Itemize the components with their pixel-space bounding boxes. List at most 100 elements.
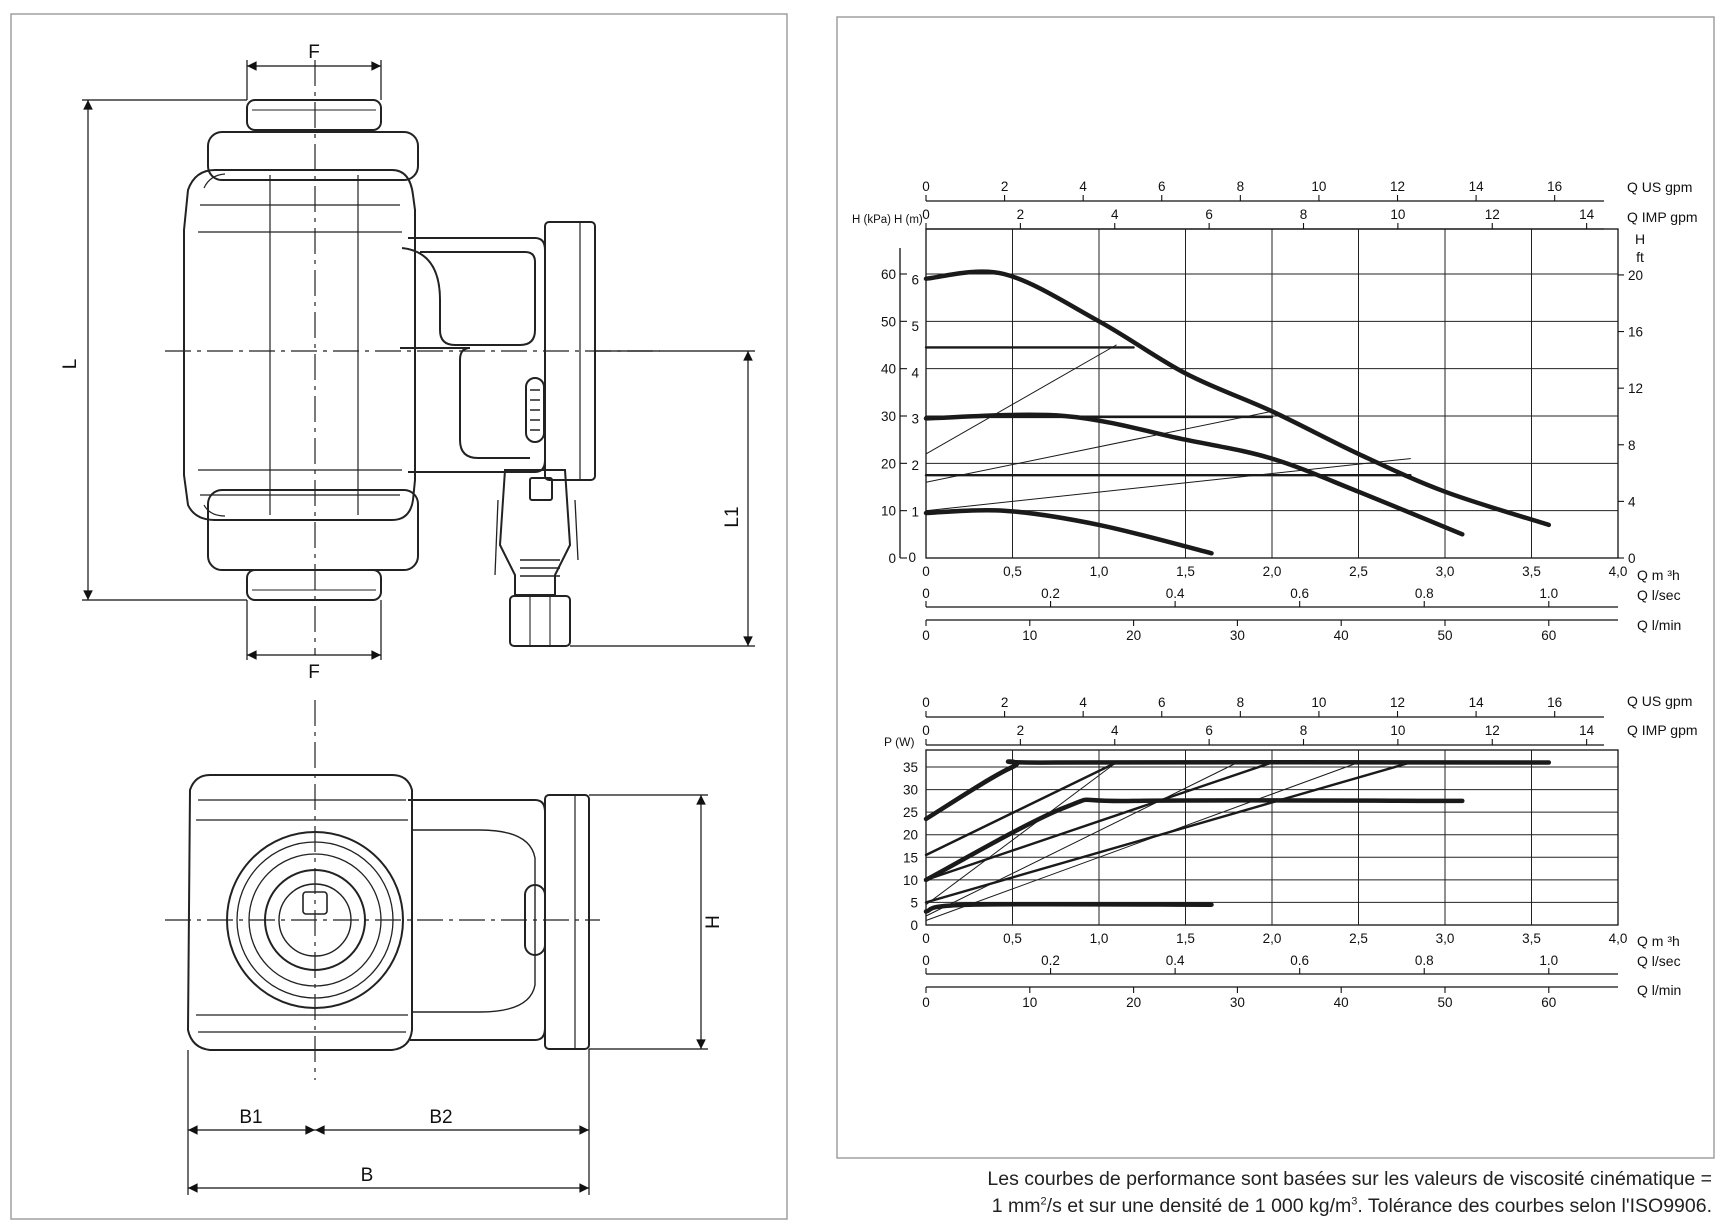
footnote-line-2-sup-2: 3 <box>1351 1195 1358 1208</box>
power-us-gpm-tick-label: 0 <box>922 695 930 710</box>
head-imp-gpm-tick-label: 10 <box>1390 207 1405 222</box>
power-imp-gpm-tick-label: 14 <box>1579 723 1595 738</box>
head-chart-curves <box>923 269 1552 556</box>
head-imp-gpm-tick-label: 12 <box>1485 207 1500 222</box>
head-ls-tick-label: 0.2 <box>1041 586 1060 601</box>
dim-label-l: L <box>60 359 81 370</box>
power-curve-max <box>923 759 1552 822</box>
head-m3h-tick-label: 0 <box>922 564 930 579</box>
dim-label-b1: B1 <box>239 1107 262 1128</box>
head-prop-curve-c <box>925 458 1411 512</box>
head-ft-tick-label: 4 <box>1628 494 1636 509</box>
head-imp-gpm-tick-label: 4 <box>1111 207 1119 222</box>
power-us-gpm-tick-label: 6 <box>1158 695 1166 710</box>
head-kpa-tick-label: 40 <box>881 362 896 377</box>
head-m3h-tick-label: 3,5 <box>1522 564 1541 579</box>
head-us-gpm-tick-label: 2 <box>1001 179 1009 194</box>
power-us-gpm-tick-label: 14 <box>1469 695 1485 710</box>
power-ls-tick-label: 0.4 <box>1166 953 1185 968</box>
head-m-tick-label: 3 <box>911 412 919 427</box>
head-ls-tick-label: 0 <box>922 586 930 601</box>
power-us-gpm-tick-label: 2 <box>1001 695 1009 710</box>
head-m-tick-label: 6 <box>911 272 919 287</box>
head-ft-tick-label: 12 <box>1628 381 1643 396</box>
head-us-gpm-label: Q US gpm <box>1627 179 1692 195</box>
head-ls-tick-label: 0.8 <box>1415 586 1434 601</box>
head-kpa-tick-label: 50 <box>881 314 896 329</box>
power-ls-tick-label: 0 <box>922 953 930 968</box>
power-curve-min <box>923 901 1214 914</box>
front-view-dimensions <box>187 794 708 1195</box>
head-m3h-tick-label: 3,0 <box>1436 564 1455 579</box>
power-m3h-tick-label: 0 <box>922 931 930 946</box>
power-ls-tick-label: 0.6 <box>1290 953 1309 968</box>
dim-label-l1: L1 <box>722 506 743 527</box>
power-y-label: P (W) <box>884 735 914 749</box>
head-lmin-tick-label: 60 <box>1541 628 1556 643</box>
head-imp-gpm-tick-label: 0 <box>922 207 930 222</box>
power-us-gpm-label: Q US gpm <box>1627 693 1692 709</box>
power-tick-label: 25 <box>903 805 918 820</box>
power-m3h-tick-label: 1,0 <box>1090 931 1109 946</box>
power-m3h-label: Q m ³h <box>1637 933 1680 949</box>
head-ls-tick-label: 0.4 <box>1166 586 1185 601</box>
power-tick-label: 0 <box>910 918 918 933</box>
head-ls-tick-label: 1.0 <box>1539 586 1558 601</box>
power-tick-label: 20 <box>903 828 918 843</box>
head-imp-gpm-tick-label: 8 <box>1300 207 1308 222</box>
head-y-label-ft-1: H <box>1635 231 1645 247</box>
power-imp-gpm-tick-label: 8 <box>1300 723 1308 738</box>
power-const-curve-c <box>924 761 1412 904</box>
head-lmin-label: Q l/min <box>1637 617 1681 633</box>
head-y-label-m: H (m) <box>894 214 923 226</box>
power-tick-label: 35 <box>903 760 918 775</box>
footnote-line-2-a: 1 mm <box>991 1195 1041 1217</box>
footnote-line-2-sup-1: 2 <box>1040 1195 1047 1208</box>
head-ls-tick-label: 0.6 <box>1290 586 1309 601</box>
head-m-tick-label: 5 <box>911 319 919 334</box>
power-ls-tick-label: 0.8 <box>1415 953 1434 968</box>
head-ft-tick-label: 0 <box>1628 551 1636 566</box>
head-m-tick-label: 1 <box>911 505 919 520</box>
head-ft-tick-label: 20 <box>1628 268 1643 283</box>
power-us-gpm-tick-label: 12 <box>1390 695 1405 710</box>
power-us-gpm-tick-label: 8 <box>1237 695 1245 710</box>
head-kpa-tick-label: 30 <box>881 409 896 424</box>
power-ls-label: Q l/sec <box>1637 953 1681 969</box>
head-us-gpm-tick-label: 12 <box>1390 179 1405 194</box>
pump-front-view <box>165 700 600 1080</box>
footnote-line-2-c: . Tolérance des courbes selon l'ISO9906. <box>1357 1195 1712 1217</box>
power-lmin-label: Q l/min <box>1637 982 1681 998</box>
head-imp-gpm-label: Q IMP gpm <box>1627 209 1698 225</box>
head-ft-tick-label: 16 <box>1628 325 1643 340</box>
power-imp-gpm-tick-label: 10 <box>1390 723 1405 738</box>
pump-side-view <box>165 60 660 655</box>
power-imp-gpm-tick-label: 6 <box>1205 723 1213 738</box>
power-lmin-tick-label: 50 <box>1437 995 1452 1010</box>
dim-label-b: B <box>361 1165 374 1186</box>
charts-frame <box>836 16 1715 1159</box>
power-us-gpm-tick-label: 4 <box>1079 695 1087 710</box>
power-m3h-tick-label: 3,0 <box>1436 931 1455 946</box>
head-m-zero-label: 0 <box>908 550 916 565</box>
head-m3h-tick-label: 4,0 <box>1609 564 1628 579</box>
power-m3h-tick-label: 1,5 <box>1176 931 1195 946</box>
power-tick-label: 30 <box>903 783 918 798</box>
head-m3h-tick-label: 1,0 <box>1090 564 1109 579</box>
dim-label-h: H <box>703 915 724 929</box>
power-tick-label: 15 <box>903 850 918 865</box>
head-m3h-tick-label: 0,5 <box>1003 564 1022 579</box>
dim-label-f-bottom: F <box>308 662 320 683</box>
power-lmin-tick-label: 10 <box>1022 995 1037 1010</box>
head-kpa-tick-label: 0 <box>888 551 896 566</box>
head-lmin-tick-label: 20 <box>1126 628 1141 643</box>
head-imp-gpm-tick-label: 14 <box>1579 207 1595 222</box>
power-imp-gpm-tick-label: 12 <box>1485 723 1500 738</box>
head-kpa-tick-label: 60 <box>881 267 896 282</box>
power-tick-label: 5 <box>910 895 918 910</box>
head-m-tick-label: 4 <box>911 365 919 380</box>
head-m3h-tick-label: 2,0 <box>1263 564 1282 579</box>
